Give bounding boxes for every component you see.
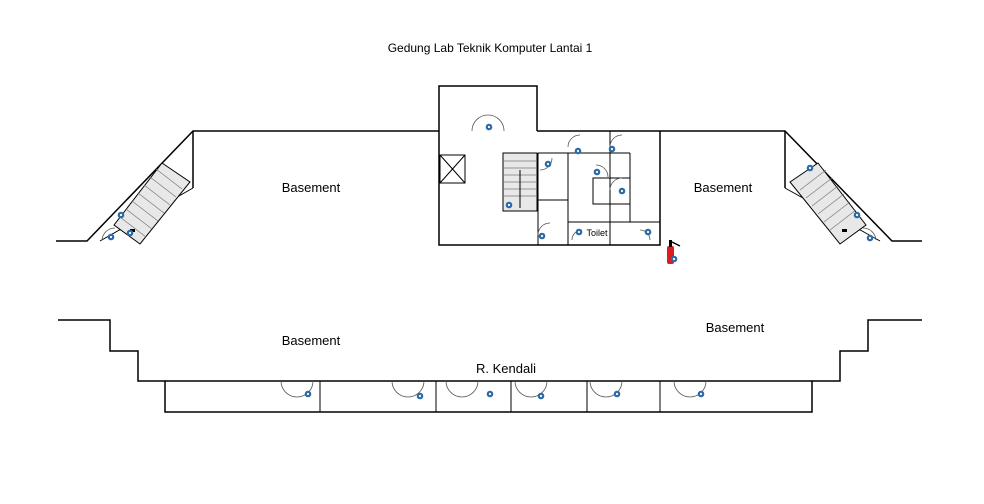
- plan-title: Gedung Lab Teknik Komputer Lantai 1: [388, 41, 593, 55]
- door-info-icon: [575, 228, 583, 236]
- basement-bottom-left-label: Basement: [282, 333, 341, 348]
- door-info-icon: [853, 211, 861, 219]
- door-info-icon: [538, 232, 546, 240]
- basement-top-left-label: Basement: [282, 180, 341, 195]
- door-info-icon: [107, 233, 115, 241]
- door-info-icon: [593, 168, 601, 176]
- door-info-icon: [544, 160, 552, 168]
- control-room-label: R. Kendali: [476, 361, 536, 376]
- top-door-markers: [107, 123, 874, 242]
- basement-top-right-label: Basement: [694, 180, 753, 195]
- toilet-label: Toilet: [586, 228, 608, 238]
- basement-bottom-right-label: Basement: [706, 320, 765, 335]
- door-info-icon: [608, 145, 616, 153]
- center-core-walls: [438, 131, 661, 246]
- door-info-icon: [618, 187, 626, 195]
- door-info-icon: [126, 229, 134, 237]
- door-info-icon: [644, 228, 652, 236]
- door-info-icon: [304, 390, 312, 398]
- top-doors: [101, 114, 877, 241]
- left-stair-block: [99, 162, 194, 245]
- fire-extinguisher-icon: [667, 240, 681, 264]
- door-info-icon: [117, 211, 125, 219]
- bottom-doors: [280, 380, 707, 398]
- door-info-icon: [866, 234, 874, 242]
- door-info-icon: [537, 392, 545, 400]
- door-info-icon: [485, 123, 493, 131]
- door-info-icon: [613, 390, 621, 398]
- door-info-icon: [574, 147, 582, 155]
- door-info-icon: [486, 390, 494, 398]
- door-info-icon: [505, 201, 513, 209]
- top-building-walls: [56, 85, 922, 242]
- door-info-icon: [806, 164, 814, 172]
- door-info-icon: [697, 390, 705, 398]
- bottom-door-markers: [304, 390, 705, 400]
- bottom-building-walls: [58, 319, 922, 413]
- right-stair-block: [784, 162, 881, 245]
- door-info-icon: [416, 392, 424, 400]
